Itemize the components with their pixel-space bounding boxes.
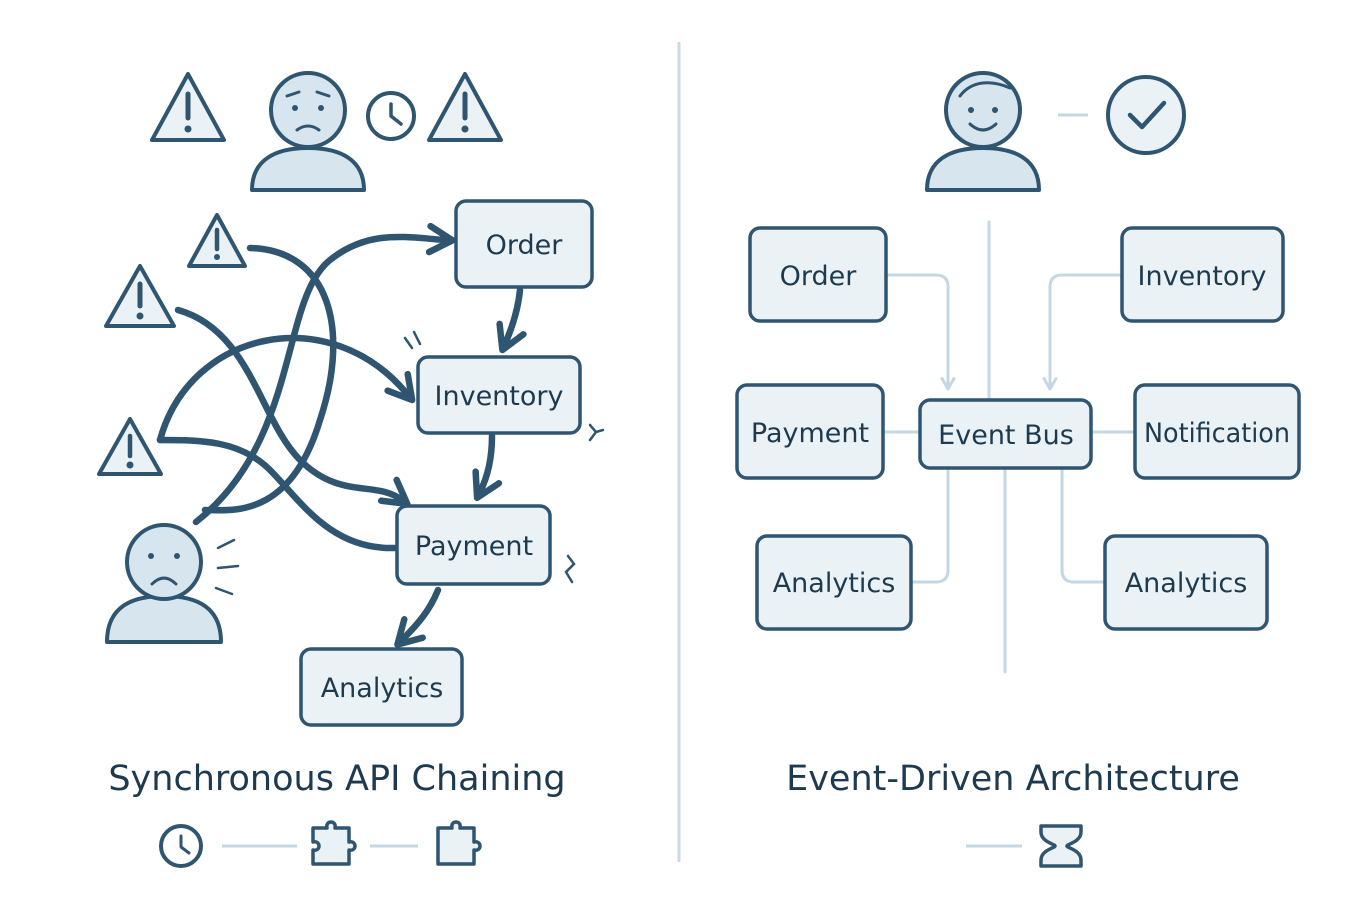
warning-triangle-icon	[150, 72, 226, 142]
left-panel: Order Inventory Payment Analytics Synchr…	[97, 71, 605, 868]
hourglass-icon	[1039, 824, 1083, 868]
chain-arrows	[394, 286, 527, 648]
check-circle-icon	[1106, 75, 1186, 155]
right-panel: Order Inventory Payment Event Bus Notifi…	[735, 71, 1301, 868]
sad-person-icon	[105, 523, 223, 644]
left-node-analytics-label: Analytics	[321, 673, 444, 704]
arrow-to-payment	[174, 306, 411, 508]
warning-triangle-icon	[97, 417, 163, 476]
right-bottom-icons	[966, 824, 1083, 868]
happy-person-icon	[925, 71, 1041, 192]
left-node-inventory: Inventory	[416, 355, 582, 435]
right-node-notification: Notification	[1133, 383, 1301, 480]
left-node-payment: Payment	[395, 504, 552, 586]
puzzle-piece-icon	[436, 820, 482, 866]
warning-triangle-icon	[427, 72, 503, 142]
right-node-analytics-left-label: Analytics	[773, 568, 896, 599]
right-node-payment: Payment	[735, 383, 885, 480]
right-node-notification-label: Notification	[1144, 418, 1290, 449]
right-title: Event-Driven Architecture	[786, 759, 1240, 799]
left-node-order-label: Order	[486, 230, 564, 261]
event-bus-connectors	[882, 220, 1136, 674]
right-node-order-label: Order	[780, 261, 858, 292]
clock-icon	[159, 824, 203, 868]
right-node-event-bus-label: Event Bus	[938, 420, 1074, 451]
left-node-order: Order	[454, 199, 594, 289]
right-node-analytics-right: Analytics	[1103, 534, 1269, 631]
right-node-inventory-label: Inventory	[1138, 261, 1267, 292]
arrow-crossing-tail	[201, 244, 337, 514]
arrow-from-payment-loop	[156, 436, 399, 552]
left-title: Synchronous API Chaining	[108, 759, 565, 799]
warning-triangle-icon	[104, 264, 176, 328]
right-node-event-bus: Event Bus	[918, 398, 1093, 470]
arrow-order-to-inventory	[496, 286, 527, 354]
right-node-analytics-left: Analytics	[755, 534, 913, 631]
clock-icon	[366, 91, 416, 141]
strain-marks	[214, 330, 605, 596]
right-node-analytics-right-label: Analytics	[1125, 568, 1248, 599]
left-node-analytics: Analytics	[299, 647, 464, 727]
right-node-inventory: Inventory	[1120, 226, 1285, 323]
left-node-inventory-label: Inventory	[435, 381, 564, 412]
arrow-payment-to-analytics	[394, 586, 442, 648]
puzzle-piece-icon	[311, 820, 357, 866]
arrow-to-inventory	[156, 334, 416, 444]
right-node-payment-label: Payment	[751, 418, 869, 449]
left-bottom-icons	[159, 820, 482, 868]
worried-person-icon	[250, 71, 366, 192]
warning-triangle-icon	[187, 213, 247, 268]
arrow-inventory-to-payment	[472, 432, 503, 502]
right-node-order: Order	[748, 226, 888, 323]
left-node-payment-label: Payment	[415, 531, 533, 562]
tangled-call-arrows	[156, 222, 456, 552]
